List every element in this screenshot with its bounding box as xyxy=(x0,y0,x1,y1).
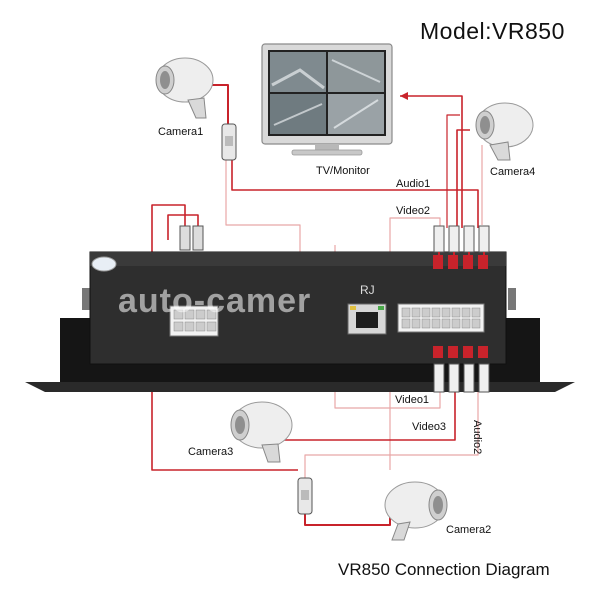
audio2-wire xyxy=(305,392,478,480)
camera3-label: Camera3 xyxy=(188,446,233,458)
camera3-icon xyxy=(231,402,292,462)
monitor-audio-wire xyxy=(447,115,460,228)
video2-label: Video2 xyxy=(396,205,430,217)
tv-monitor xyxy=(262,44,392,155)
rj-label: RJ xyxy=(360,283,375,297)
video3-label: Video3 xyxy=(412,421,446,433)
monitor-label: TV/Monitor xyxy=(316,165,370,177)
mounting-bracket xyxy=(25,382,575,392)
video1-label: Video1 xyxy=(395,394,429,406)
camera2-icon xyxy=(385,482,447,540)
io-connector xyxy=(398,304,484,332)
camera4-icon xyxy=(476,103,533,160)
diagram-caption: VR850 Connection Diagram xyxy=(338,560,550,580)
arrow-to-monitor xyxy=(400,92,408,100)
watermark: auto-camer xyxy=(118,282,311,321)
camera1-icon xyxy=(156,58,213,118)
qc-sticker xyxy=(92,257,116,271)
audio2-label: Audio2 xyxy=(471,420,483,454)
camera1-cable xyxy=(210,85,228,125)
camera1-label: Camera1 xyxy=(158,126,203,138)
vr850-dvr-device xyxy=(25,252,575,392)
camera2-label: Camera2 xyxy=(446,524,491,536)
audio1-label: Audio1 xyxy=(396,178,430,190)
camera4-label: Camera4 xyxy=(490,166,535,178)
model-title: Model:VR850 xyxy=(420,18,565,45)
camera4-wire xyxy=(457,130,470,228)
camera2-wire xyxy=(305,495,390,525)
